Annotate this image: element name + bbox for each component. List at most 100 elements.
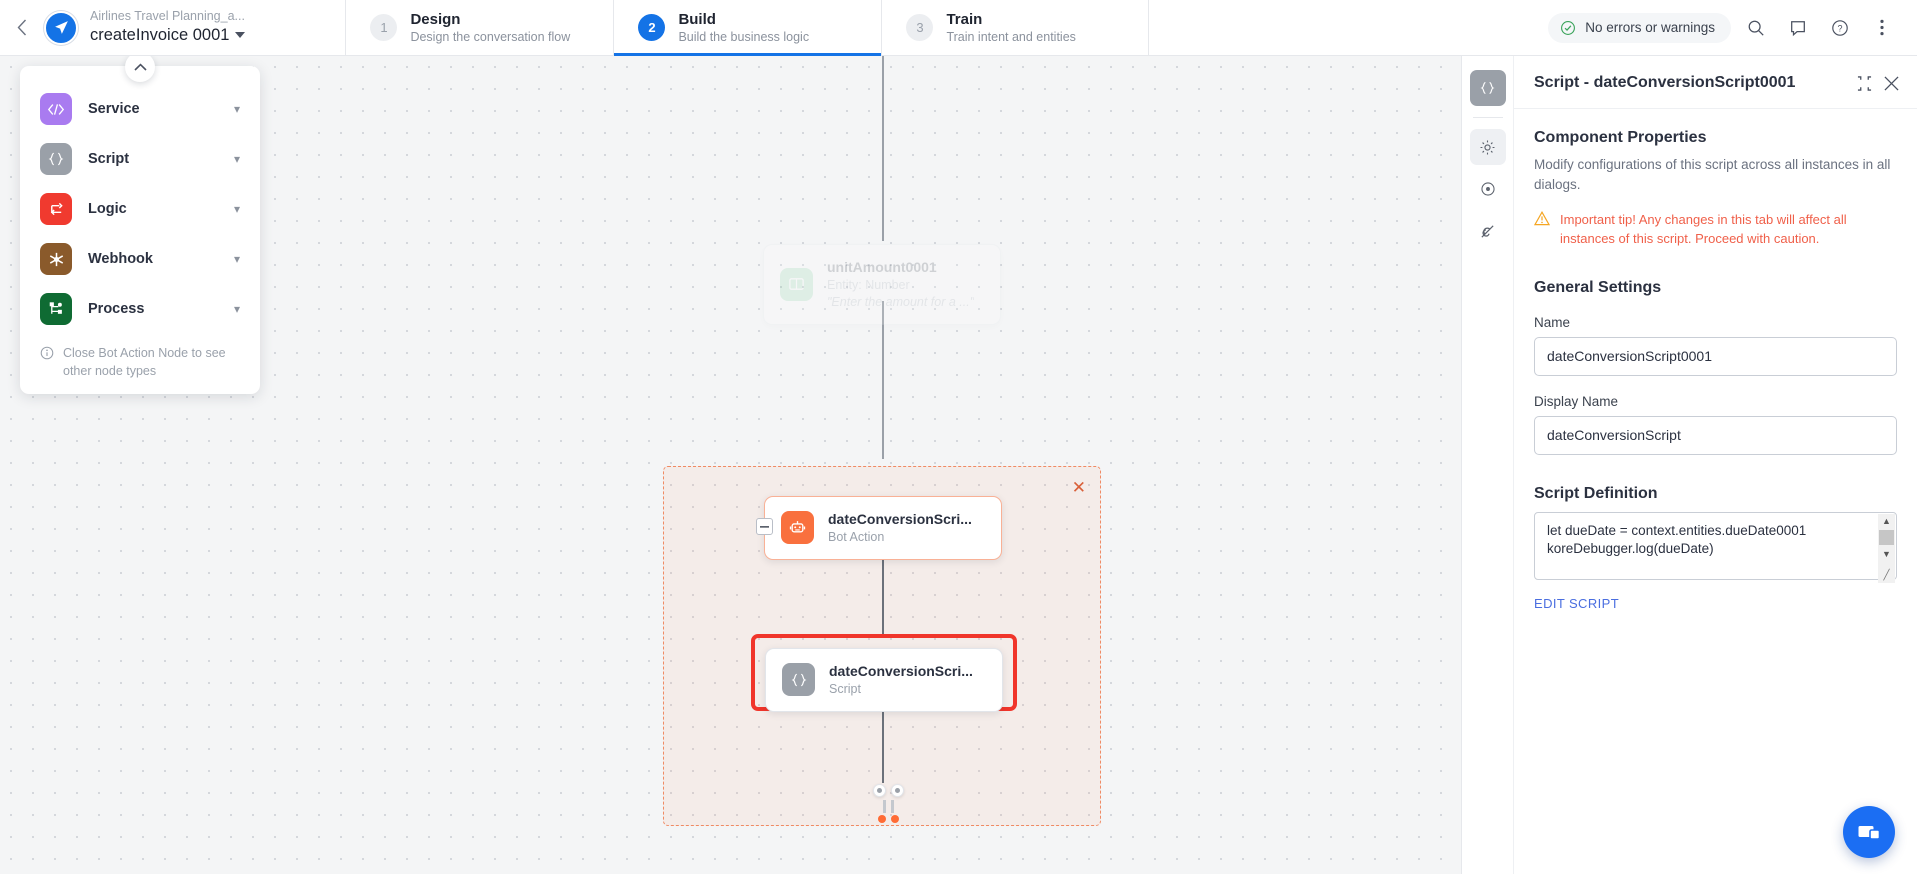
step-design[interactable]: 1 Design Design the conversation flow [345, 0, 613, 55]
palette-note-text: Close Bot Action Node to see other node … [63, 346, 226, 379]
collapse-group-button[interactable] [756, 518, 773, 535]
palette-item-webhook[interactable]: Webhook ▾ [20, 234, 260, 284]
step-number: 2 [638, 14, 666, 41]
important-tip-text: Important tip! Any changes in this tab w… [1560, 211, 1847, 247]
branch-endpoint[interactable] [877, 815, 886, 823]
node-palette: Service ▾ Script ▾ Logic ▾ Webhook ▾ [20, 56, 260, 395]
node-title: unitAmount0001 [827, 259, 937, 275]
edge-action-to-script [882, 550, 884, 634]
collapse-icon[interactable] [1857, 75, 1872, 91]
palette-collapse-button[interactable] [125, 56, 155, 82]
minus-icon [760, 525, 769, 528]
display-name-input[interactable] [1534, 415, 1897, 455]
palette-item-process[interactable]: Process ▾ [20, 284, 260, 334]
important-tip: Important tip! Any changes in this tab w… [1533, 210, 1897, 249]
step-number: 1 [370, 14, 398, 41]
display-name-label: Display Name [1534, 393, 1619, 409]
component-properties-desc: Modify configurations of this script acr… [1534, 157, 1891, 193]
chevron-down-icon[interactable]: ▾ [233, 202, 240, 216]
palette-item-service[interactable]: Service ▾ [20, 84, 260, 134]
close-icon[interactable]: ✕ [1071, 478, 1086, 497]
branch-dot[interactable] [890, 784, 904, 797]
node-subtitle: Script [829, 681, 861, 696]
palette-item-logic[interactable]: Logic ▾ [20, 184, 260, 234]
help-circle-icon[interactable]: ? [1823, 11, 1857, 45]
panel-icon-rail [1462, 56, 1514, 874]
palette-item-label: Script [88, 151, 130, 167]
chevron-down-icon[interactable]: ▾ [233, 152, 240, 166]
target-icon[interactable] [1470, 171, 1506, 207]
warning-triangle-icon [1533, 210, 1551, 249]
node-title: dateConversionScri... [829, 663, 973, 679]
step-desc: Build the business logic [678, 30, 810, 45]
chevron-down-icon[interactable]: ▾ [233, 302, 240, 316]
edge-top [882, 56, 884, 241]
close-icon[interactable] [1884, 75, 1899, 91]
step-number: 3 [906, 14, 934, 41]
flow-node-bot-action[interactable]: dateConversionScri... Bot Action [764, 496, 1002, 560]
node-prompt: "Enter the amount for a ..." [827, 294, 975, 309]
header-titles: Airlines Travel Planning_a... createInvo… [90, 9, 246, 46]
chevron-down-icon[interactable]: ▾ [233, 252, 240, 266]
svg-text:?: ? [1837, 23, 1842, 33]
chevron-down-icon[interactable]: ▾ [233, 102, 240, 116]
chat-fab-button[interactable] [1843, 806, 1895, 858]
branch-dots [866, 784, 910, 797]
general-settings-title: General Settings [1534, 278, 1662, 296]
dialog-name-dropdown[interactable]: createInvoice 0001 [90, 25, 246, 46]
step-title: Design [410, 10, 461, 28]
node-subtitle: Bot Action [828, 529, 885, 544]
palette-item-label: Process [88, 301, 145, 317]
script-scrollbar[interactable]: ▲ ▼ ╱ [1878, 513, 1895, 583]
code-brackets-icon [40, 93, 72, 125]
name-input[interactable] [1534, 336, 1897, 376]
resize-grip-icon[interactable]: ╱ [1883, 569, 1890, 581]
build-steps: 1 Design Design the conversation flow 2 … [345, 0, 1150, 56]
palette-note: Close Bot Action Node to see other node … [20, 334, 260, 382]
webhook-icon [40, 243, 72, 275]
bot-action-icon [781, 511, 814, 545]
script-definition-textarea[interactable]: let dueDate = context.entities.dueDate00… [1534, 511, 1897, 580]
name-label: Name [1534, 314, 1571, 330]
connection-icon[interactable] [1470, 213, 1506, 249]
step-train[interactable]: 3 Train Train intent and entities [881, 0, 1150, 55]
entity-icon [780, 267, 813, 301]
step-desc: Train intent and entities [946, 30, 1076, 45]
step-build[interactable]: 2 Build Build the business logic [613, 0, 882, 56]
more-vertical-icon[interactable] [1865, 11, 1899, 45]
palette-item-label: Logic [88, 201, 127, 217]
flow-canvas[interactable]: Service ▾ Script ▾ Logic ▾ Webhook ▾ [0, 56, 1461, 874]
palette-item-script[interactable]: Script ▾ [20, 134, 260, 184]
logic-loop-icon [40, 193, 72, 225]
chevron-down-icon [235, 32, 246, 39]
branch-connector[interactable] [866, 784, 910, 823]
panel-header: Script - dateConversionScript0001 [1514, 56, 1917, 109]
flow-node-unitamount[interactable]: unitAmount0001 Entity: Number "Enter the… [763, 244, 1001, 325]
curly-braces-icon[interactable] [1469, 70, 1506, 106]
search-icon[interactable] [1739, 11, 1773, 45]
status-badge: No errors or warnings [1548, 12, 1731, 43]
comment-icon[interactable] [1781, 11, 1815, 45]
scroll-up-icon[interactable]: ▲ [1882, 515, 1891, 526]
process-node-icon [40, 293, 72, 325]
panel-title: Script - dateConversionScript0001 [1534, 74, 1796, 91]
branch-endpoint[interactable] [890, 815, 899, 823]
rail-divider [1472, 117, 1503, 118]
chevron-up-icon [133, 62, 147, 71]
branch-dot[interactable] [872, 784, 886, 797]
bot-name: Airlines Travel Planning_a... [90, 9, 245, 24]
script-definition-title: Script Definition [1534, 484, 1658, 502]
scroll-down-icon[interactable]: ▼ [1882, 548, 1891, 559]
gear-icon[interactable] [1469, 129, 1506, 165]
scrollbar-thumb[interactable] [1879, 529, 1894, 545]
info-circle-icon [40, 346, 54, 360]
back-button[interactable] [0, 0, 44, 55]
check-circle-icon [1561, 20, 1576, 35]
branch-endpoints [866, 815, 910, 823]
step-desc: Design the conversation flow [410, 30, 571, 45]
panel-content: Script - dateConversionScript0001 Compon… [1514, 56, 1917, 874]
edit-script-link[interactable]: EDIT SCRIPT [1534, 595, 1620, 611]
flow-node-script[interactable]: dateConversionScri... Script [765, 648, 1003, 712]
chat-window-icon [1858, 825, 1881, 840]
status-label: No errors or warnings [1585, 20, 1715, 35]
